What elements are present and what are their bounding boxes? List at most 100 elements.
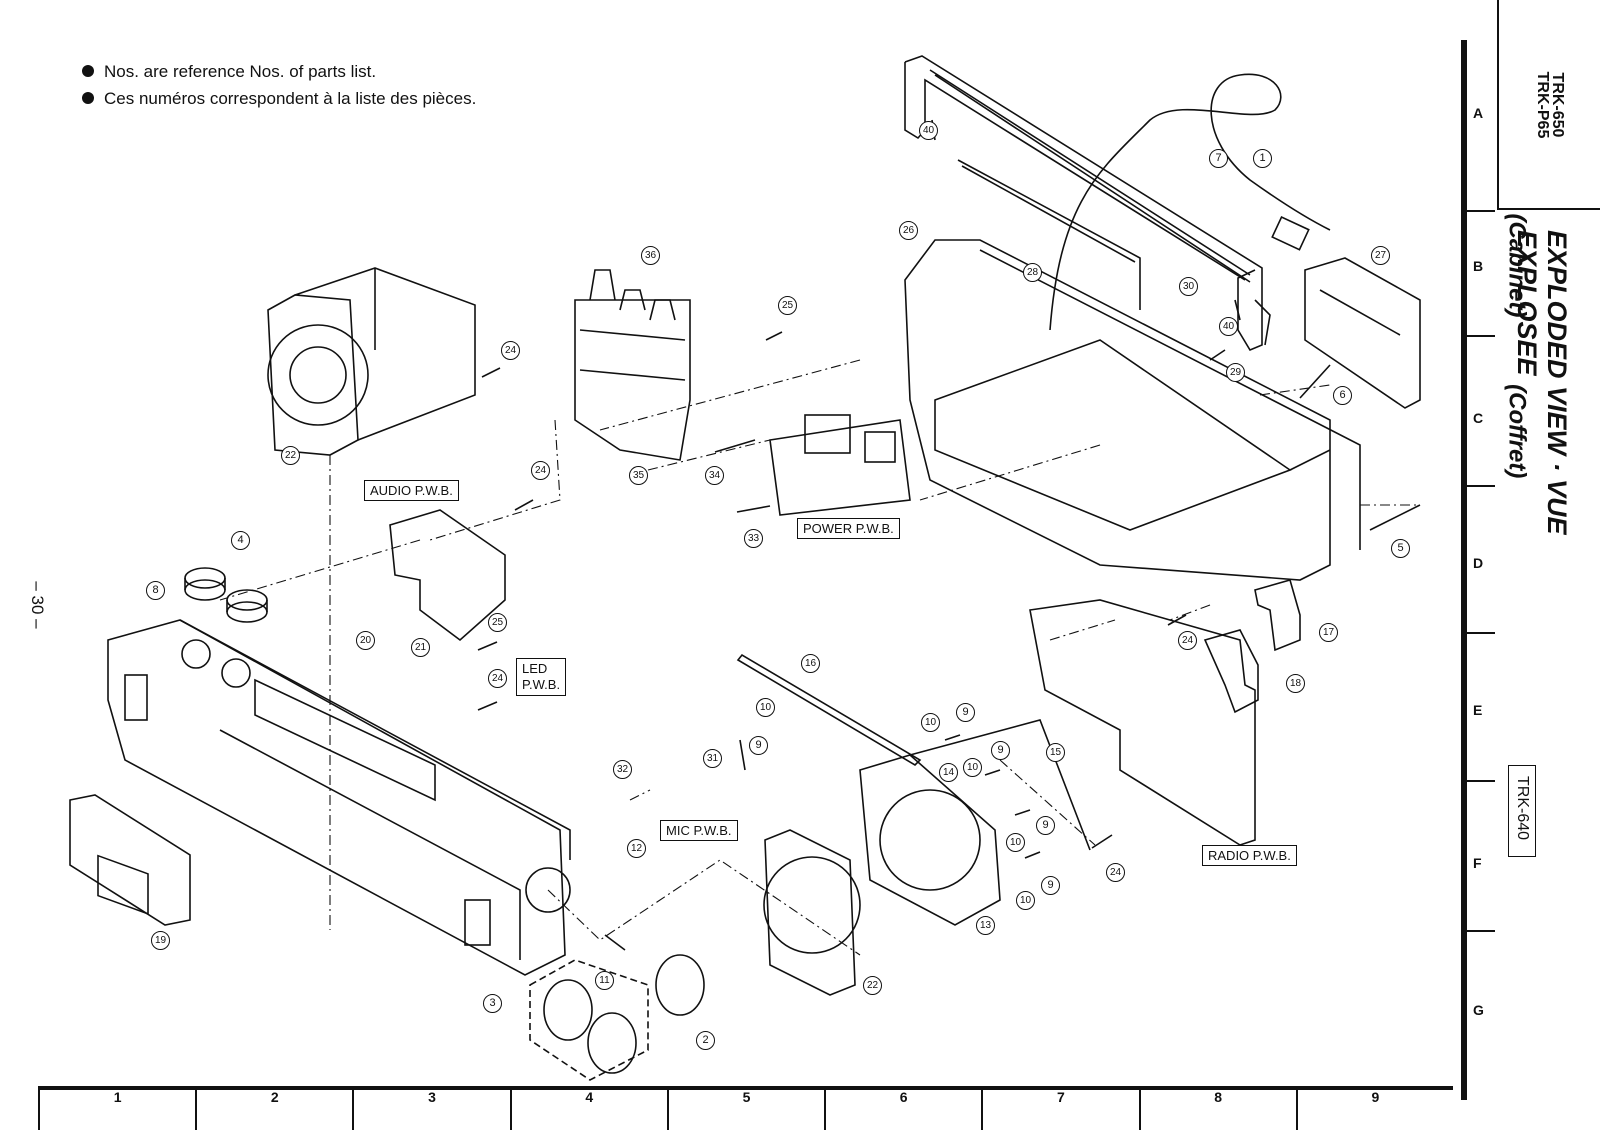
callout-10: 10: [1006, 833, 1025, 852]
side-model-box: TRK-640: [1508, 765, 1536, 857]
callout-4: 4: [231, 531, 250, 550]
callout-11: 11: [595, 971, 614, 990]
callout-22: 22: [863, 976, 882, 995]
callout-27: 27: [1371, 246, 1390, 265]
row-tick: [1467, 485, 1495, 487]
strap: [736, 653, 922, 767]
row-tick: [1467, 210, 1495, 212]
col-label: 6: [824, 1090, 981, 1130]
row-label-e: E: [1473, 702, 1483, 718]
model-box: [1497, 0, 1600, 210]
callout-9: 9: [1036, 816, 1055, 835]
note-1: Nos. are reference Nos. of parts list.: [82, 58, 476, 85]
models: TRK-650 TRK-P65: [1534, 55, 1566, 155]
callout-25: 25: [778, 296, 797, 315]
callout-7: 7: [1209, 149, 1228, 168]
callout-9: 9: [991, 741, 1010, 760]
cassette-door: [69, 794, 191, 926]
callout-9: 9: [749, 736, 768, 755]
callout-24: 24: [1178, 631, 1197, 650]
col-label: 4: [509, 1090, 667, 1130]
label-power-pwb: POWER P.W.B.: [797, 518, 900, 539]
callout-28: 28: [1023, 263, 1042, 282]
callout-18: 18: [1286, 674, 1305, 693]
callout-25: 25: [488, 613, 507, 632]
callout-5: 5: [1391, 539, 1410, 558]
col-label: 5: [666, 1090, 824, 1130]
callout-40: 40: [1219, 317, 1238, 336]
callout-2: 2: [696, 1031, 715, 1050]
speaker-bottom-right: [763, 829, 861, 996]
callout-10: 10: [1016, 891, 1035, 910]
rear-panel: [1304, 257, 1421, 409]
label-radio-pwb: RADIO P.W.B.: [1202, 845, 1297, 866]
row-label-a: A: [1473, 105, 1484, 121]
row-tick: [1467, 930, 1495, 932]
row-label-c: C: [1473, 410, 1484, 426]
label-led-pwb: LED P.W.B.: [516, 658, 567, 696]
tuning-knobs: [529, 954, 705, 1081]
callout-14: 14: [939, 763, 958, 782]
row-tick: [1467, 780, 1495, 782]
callout-31: 31: [703, 749, 722, 768]
callout-30: 30: [1179, 277, 1198, 296]
col-label: 8: [1138, 1090, 1296, 1130]
callout-35: 35: [629, 466, 648, 485]
antenna: [957, 159, 1141, 310]
callout-24: 24: [1106, 863, 1125, 882]
callout-10: 10: [921, 713, 940, 732]
row-label-d: D: [1473, 555, 1484, 571]
callout-33: 33: [744, 529, 763, 548]
callout-24: 24: [531, 461, 550, 480]
row-tick: [1467, 632, 1495, 634]
callout-17: 17: [1319, 623, 1338, 642]
callout-24: 24: [501, 341, 520, 360]
screws: [477, 119, 1421, 951]
row-label-b: B: [1473, 258, 1484, 274]
exploded-diagram: [69, 55, 1421, 1081]
radio-pwb-board: [1029, 599, 1256, 846]
power-cord: [1049, 73, 1331, 331]
knobs-4: [184, 567, 268, 623]
callout-34: 34: [705, 466, 724, 485]
part-17: [1254, 579, 1301, 652]
label-mic-pwb: MIC P.W.B.: [660, 820, 738, 841]
callout-8: 8: [146, 581, 165, 600]
callout-6: 6: [1333, 386, 1352, 405]
callout-21: 21: [411, 638, 430, 657]
callout-12: 12: [627, 839, 646, 858]
col-label: 9: [1295, 1090, 1453, 1130]
notes: Nos. are reference Nos. of parts list. C…: [82, 58, 476, 112]
col-label: 3: [352, 1090, 509, 1130]
callout-10: 10: [756, 698, 775, 717]
callout-1: 1: [1253, 149, 1272, 168]
row-label-f: F: [1473, 855, 1482, 871]
handle: [904, 55, 1271, 352]
callout-3: 3: [483, 994, 502, 1013]
col-label: 2: [195, 1090, 352, 1130]
back-cabinet: [904, 239, 1361, 581]
row-tick: [1467, 335, 1495, 337]
callout-40: 40: [919, 121, 938, 140]
front-cabinet: [107, 619, 571, 976]
power-pwb-board: [769, 414, 911, 516]
callout-22: 22: [281, 446, 300, 465]
side-model: TRK-640: [1514, 775, 1531, 841]
tape-mechanism: [574, 269, 691, 461]
callout-9: 9: [956, 703, 975, 722]
callout-26: 26: [899, 221, 918, 240]
callout-10: 10: [963, 758, 982, 777]
audio-pwb-board: [389, 509, 506, 642]
callout-32: 32: [613, 760, 632, 779]
models-text: TRK-650 TRK-P65: [1534, 71, 1566, 139]
column-grid: 1 2 3 4 5 6 7 8 9: [38, 1086, 1453, 1130]
callout-13: 13: [976, 916, 995, 935]
callout-29: 29: [1226, 363, 1245, 382]
callout-15: 15: [1046, 743, 1065, 762]
label-audio-pwb: AUDIO P.W.B.: [364, 480, 459, 501]
title-block: EXPLODED VIEW · VUE EXPLOSEE (Cabinet) (…: [1497, 214, 1600, 665]
note-2: Ces numéros correspondent à la liste des…: [82, 85, 476, 112]
callout-36: 36: [641, 246, 660, 265]
col-label: 7: [981, 1090, 1138, 1130]
col-label: 1: [38, 1090, 195, 1130]
